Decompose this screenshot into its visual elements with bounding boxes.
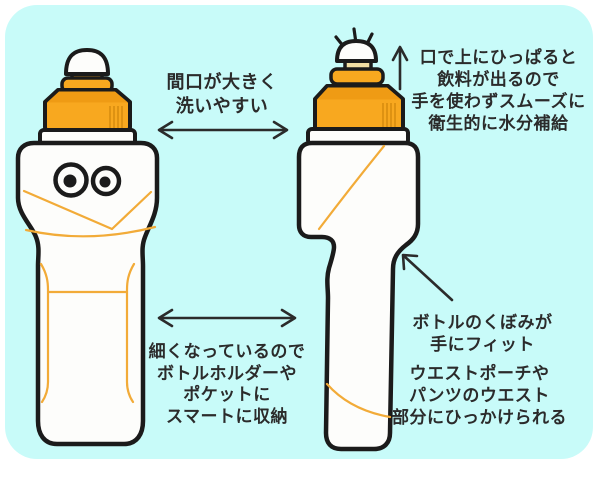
annotation-waist-hook: ウエストポーチや パンツのウエスト 部分にひっかけられる (384, 363, 575, 429)
cap-top-face (317, 87, 401, 100)
cartoon-eyes (53, 162, 122, 198)
bottle-front-accent-lines (22, 189, 157, 404)
bottle-side-view (296, 27, 421, 452)
spout-tip-dome (64, 48, 110, 76)
left-pupil (63, 174, 77, 188)
annotation-grip-fit: ボトルのくぼみが 手にフィット (392, 312, 573, 356)
annotation-line: 洗いやすい (175, 96, 269, 116)
up-left-arrow-icon (401, 253, 454, 302)
annotation-slim-body: 細くなっているので ボトルホルダーや ポケットに スマートに収納 (146, 341, 308, 427)
cap-ribbing (109, 106, 123, 128)
annotation-mouth-pull: 口で上にひっぱると 飲料が出るので 手を使わずスムーズに 衛生的に水分補給 (408, 47, 589, 135)
annotation-line: 飲料が出るので (437, 70, 560, 89)
double-horizontal-arrow-icon (157, 308, 297, 328)
annotation-line: 衛生的に水分補給 (428, 114, 569, 133)
bottle-front-body (15, 140, 160, 447)
annotation-line: ポケットに (183, 385, 271, 404)
annotation-line: ボトルのくぼみが (412, 313, 553, 332)
right-pupil (99, 176, 111, 188)
bottle-front-view (15, 48, 160, 447)
annotation-line: 細くなっているので (148, 342, 306, 361)
bottle-side-body (296, 140, 421, 452)
annotation-line: パンツのウエスト (409, 386, 550, 405)
bottle-front-cap (38, 48, 137, 147)
annotation-arrows (157, 45, 454, 328)
cap-collar (329, 67, 385, 86)
annotation-line: ウエストポーチや (409, 364, 550, 383)
annotation-line: ボトルホルダーや (157, 363, 297, 383)
annotation-line: 間口が大きく (166, 72, 278, 92)
up-arrow-icon (391, 45, 409, 91)
spout-tip-dome (335, 39, 378, 63)
annotation-line: 口で上にひっぱると (419, 48, 578, 67)
annotation-line: 手にフィット (430, 335, 535, 354)
annotation-wide-mouth: 間口が大きく 洗いやすい (146, 70, 298, 118)
double-horizontal-arrow-icon (157, 120, 289, 140)
annotation-line: 部分にひっかけられる (392, 408, 567, 427)
cap-top-face (47, 91, 128, 103)
bottle-side-accent-lines (317, 144, 392, 419)
annotation-line: 手を使わずスムーズに (411, 92, 586, 111)
bottle-side-cap (306, 39, 410, 146)
cap-ribbing (382, 103, 396, 127)
annotation-line: スマートに収納 (166, 406, 288, 426)
